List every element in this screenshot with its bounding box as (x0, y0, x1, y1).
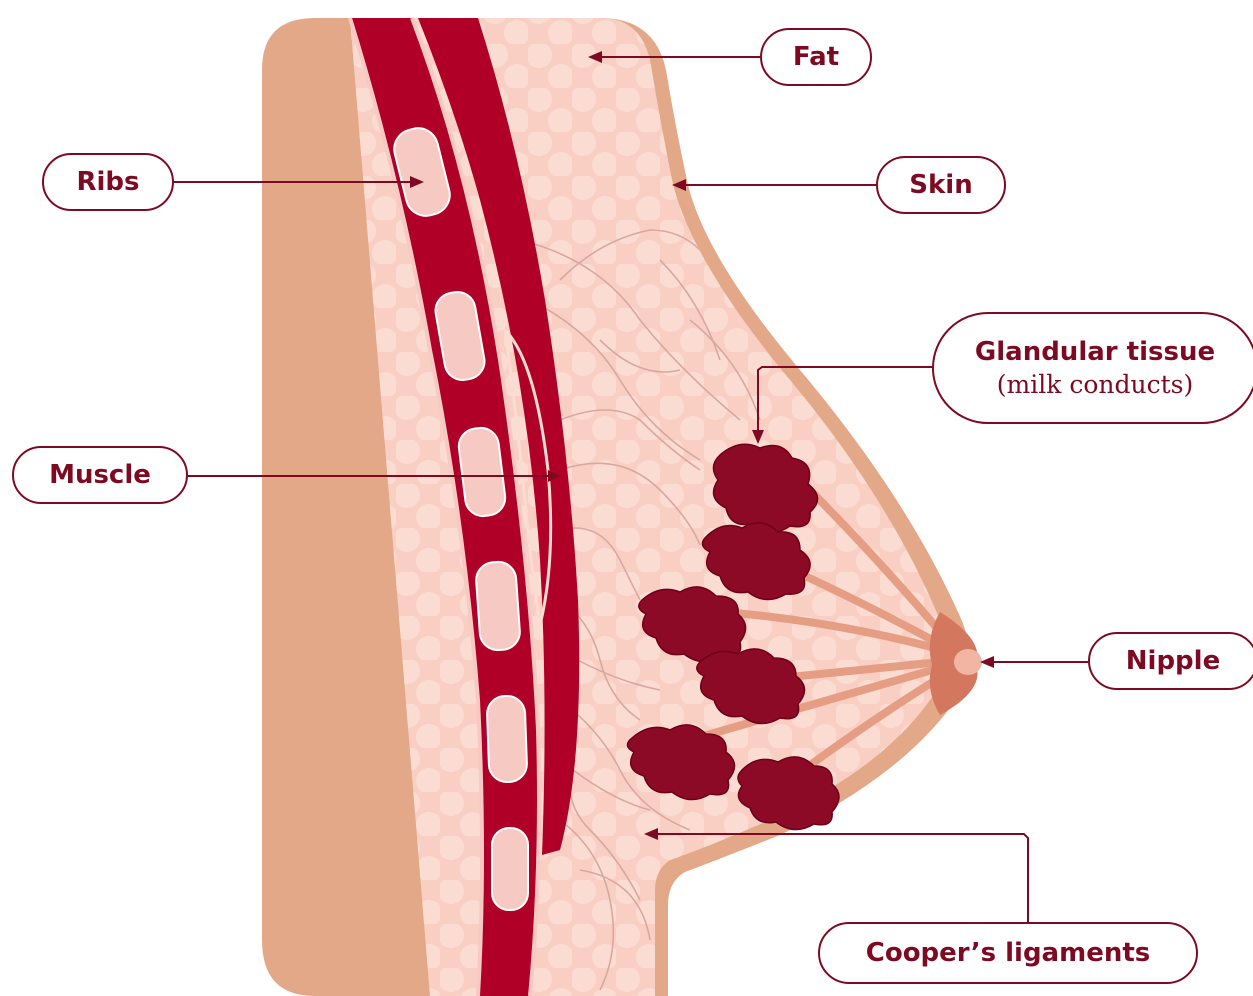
glandular-tissue-sublabel: (milk conducts) (997, 371, 1193, 399)
rib (487, 695, 528, 782)
ribs-label-text: Ribs (76, 168, 139, 197)
nipple-label: Nipple (1088, 632, 1253, 690)
nipple-label-text: Nipple (1126, 647, 1220, 676)
muscle-label: Muscle (12, 446, 188, 504)
skin-label: Skin (876, 156, 1006, 214)
coopers-ligaments-label: Cooper’s ligaments (818, 922, 1198, 984)
glandular-tissue-label-text: Glandular tissue (975, 338, 1215, 367)
glandular-tissue-label: Glandular tissue (milk conducts) (932, 312, 1253, 424)
fat-label-text: Fat (793, 43, 839, 72)
fat-label: Fat (760, 28, 872, 86)
coopers-ligaments-label-text: Cooper’s ligaments (866, 939, 1151, 968)
ribs-label: Ribs (42, 153, 174, 211)
skin-label-text: Skin (909, 171, 972, 200)
nipple-tip (954, 649, 982, 675)
rib (492, 828, 528, 910)
rib (475, 561, 521, 652)
muscle-label-text: Muscle (49, 461, 151, 490)
